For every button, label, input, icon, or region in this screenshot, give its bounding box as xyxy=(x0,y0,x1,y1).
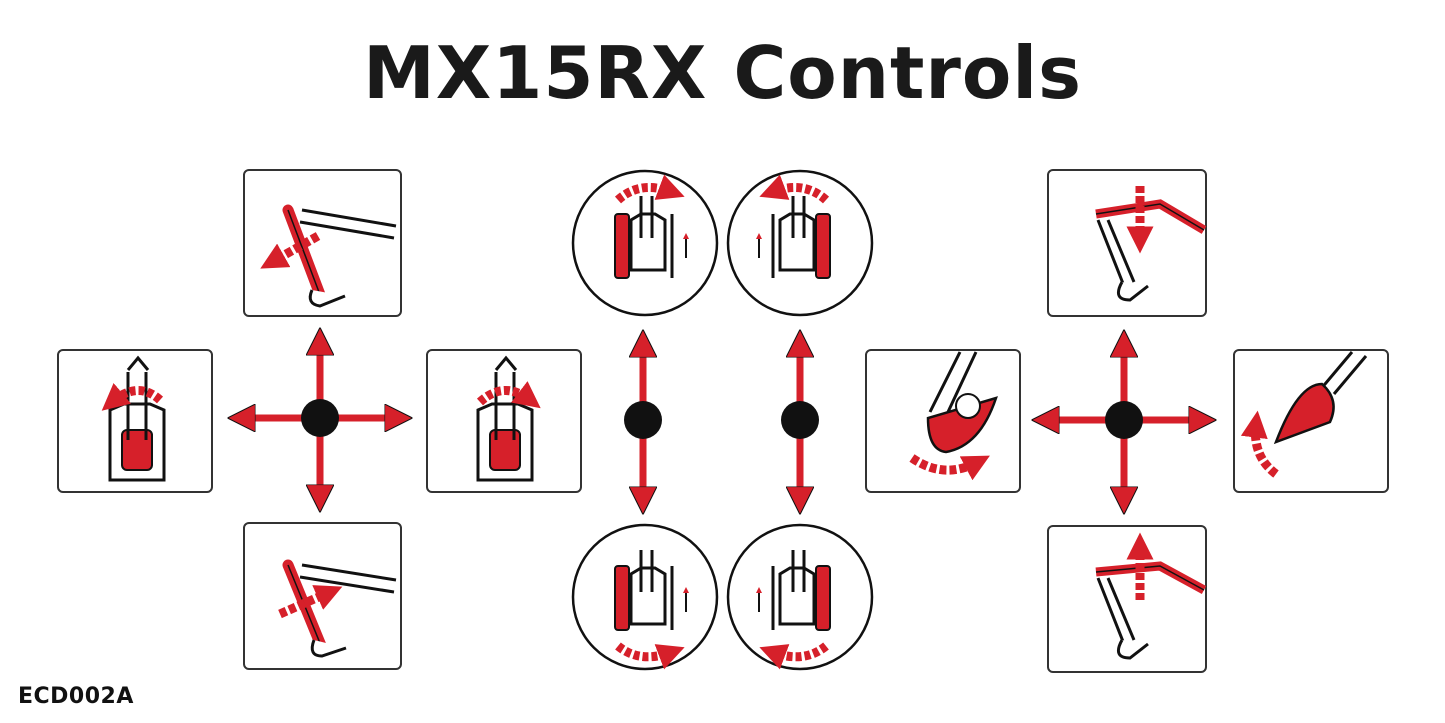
page-title: MX15RX Controls xyxy=(363,31,1082,115)
right-joystick-knob xyxy=(1105,401,1143,439)
bucket-dump-icon xyxy=(1233,349,1389,493)
right-travel-knob xyxy=(781,401,819,439)
track-right-reverse-icon xyxy=(726,523,874,671)
left-joystick-knob xyxy=(301,399,339,437)
left-travel-lever xyxy=(571,169,719,671)
swing-right-icon xyxy=(426,349,582,493)
right-travel-lever xyxy=(726,169,874,671)
boom-dig-icon xyxy=(243,169,402,317)
right-joystick xyxy=(865,169,1389,673)
left-travel-knob xyxy=(624,401,662,439)
boom-lower-icon xyxy=(1047,169,1207,317)
bucket-curl-icon xyxy=(865,349,1021,493)
swing-left-icon xyxy=(57,349,213,493)
boom-raise-icon xyxy=(1047,525,1207,673)
track-right-forward-icon xyxy=(726,169,874,317)
track-left-reverse-icon xyxy=(571,523,719,671)
track-left-forward-icon xyxy=(571,169,719,317)
boom-extend-icon xyxy=(243,522,402,670)
left-joystick xyxy=(57,169,582,670)
document-code: ECD002A xyxy=(18,684,134,709)
